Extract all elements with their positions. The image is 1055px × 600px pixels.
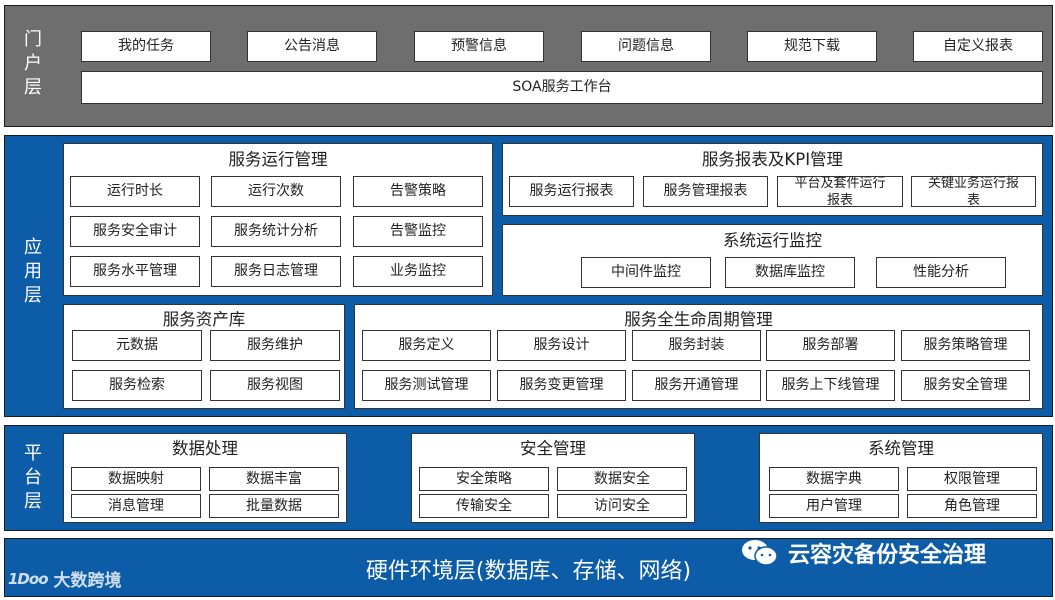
left-watermark: 1Doo 大数跨境 bbox=[8, 566, 122, 592]
system-item: 角色管理 bbox=[907, 494, 1037, 518]
data-processing-panel: 数据处理 数据映射 数据丰富 消息管理 批量数据 bbox=[63, 433, 347, 523]
report-kpi-item: 平台及套件运行报表 bbox=[777, 176, 903, 208]
service-ops-item: 服务统计分析 bbox=[211, 216, 341, 247]
security-item: 传输安全 bbox=[419, 494, 549, 518]
asset-item: 服务维护 bbox=[210, 330, 340, 361]
asset-item: 服务检索 bbox=[72, 370, 202, 401]
soa-workbench-box: SOA服务工作台 bbox=[81, 71, 1043, 104]
asset-item: 服务视图 bbox=[210, 370, 340, 401]
system-item: 用户管理 bbox=[769, 494, 899, 518]
lifecycle-item: 服务封装 bbox=[632, 330, 761, 361]
service-ops-item: 服务安全审计 bbox=[70, 216, 200, 247]
label-char: 用 bbox=[24, 261, 42, 282]
announcements-box: 公告消息 bbox=[247, 31, 377, 62]
lifecycle-item: 服务变更管理 bbox=[497, 370, 626, 401]
lifecycle-item: 服务定义 bbox=[362, 330, 491, 361]
service-ops-item: 服务水平管理 bbox=[70, 256, 200, 287]
hardware-layer-text: 硬件环境层(数据库、存储、网络) bbox=[365, 559, 692, 584]
report-kpi-item: 服务管理报表 bbox=[643, 176, 768, 207]
lifecycle-item: 服务策略管理 bbox=[901, 330, 1030, 361]
service-ops-item: 运行次数 bbox=[211, 176, 341, 207]
system-monitor-item: 性能分析 bbox=[876, 257, 1006, 288]
panel-title: 服务资产库 bbox=[162, 310, 246, 329]
channel-name: 云容灾备份安全治理 bbox=[788, 543, 987, 568]
my-tasks-box: 我的任务 bbox=[81, 31, 211, 62]
lifecycle-item: 服务部署 bbox=[766, 330, 895, 361]
panel-title: 数据处理 bbox=[172, 439, 238, 458]
panel-title: 安全管理 bbox=[520, 439, 586, 458]
custom-report-box: 自定义报表 bbox=[913, 31, 1043, 62]
portal-layer: 门 户 层 我的任务 公告消息 预警信息 问题信息 规范下载 自定义报表 SOA… bbox=[4, 5, 1053, 127]
service-ops-item: 告警监控 bbox=[353, 216, 483, 247]
application-layer: 应 用 层 服务运行管理 运行时长 运行次数 告警策略 服务安全审计 服务统计分… bbox=[4, 135, 1053, 417]
label-char: 户 bbox=[24, 53, 42, 74]
service-ops-item: 运行时长 bbox=[70, 176, 200, 207]
service-ops-item: 告警策略 bbox=[353, 176, 483, 207]
lifecycle-item: 服务测试管理 bbox=[362, 370, 491, 401]
label-char: 台 bbox=[24, 467, 42, 488]
panel-title: 服务全生命周期管理 bbox=[624, 310, 773, 329]
system-mgmt-panel: 系统管理 数据字典 权限管理 用户管理 角色管理 bbox=[759, 433, 1043, 523]
app-layer-label: 应 用 层 bbox=[5, 232, 61, 312]
security-item: 数据安全 bbox=[557, 467, 687, 491]
warning-info-box: 预警信息 bbox=[414, 31, 544, 62]
service-ops-item: 服务日志管理 bbox=[211, 256, 341, 287]
platform-layer-label: 平 台 层 bbox=[5, 438, 61, 518]
service-asset-panel: 服务资产库 元数据 服务维护 服务检索 服务视图 bbox=[63, 304, 345, 409]
label-char: 层 bbox=[24, 77, 42, 98]
data-proc-item: 数据映射 bbox=[71, 467, 201, 491]
data-proc-item: 数据丰富 bbox=[209, 467, 339, 491]
lifecycle-item: 服务上下线管理 bbox=[766, 370, 895, 401]
report-kpi-panel: 服务报表及KPI管理 服务运行报表 服务管理报表 平台及套件运行报表 关键业务运… bbox=[502, 143, 1043, 216]
lifecycle-item: 服务安全管理 bbox=[901, 370, 1030, 401]
service-ops-item: 业务监控 bbox=[353, 256, 483, 287]
security-mgmt-panel: 安全管理 安全策略 数据安全 传输安全 访问安全 bbox=[411, 433, 695, 523]
wechat-icon bbox=[740, 538, 780, 568]
panel-title: 系统管理 bbox=[868, 439, 934, 458]
label-char: 应 bbox=[24, 237, 42, 258]
spec-download-box: 规范下载 bbox=[747, 31, 877, 62]
right-watermark: 云容灾备份安全治理 bbox=[740, 537, 986, 569]
report-kpi-item: 服务运行报表 bbox=[509, 176, 634, 207]
label-char: 门 bbox=[24, 29, 42, 50]
issue-info-box: 问题信息 bbox=[581, 31, 711, 62]
system-monitor-panel: 系统运行监控 中间件监控 数据库监控 性能分析 bbox=[502, 224, 1043, 296]
system-item: 权限管理 bbox=[907, 467, 1037, 491]
lifecycle-panel: 服务全生命周期管理 服务定义 服务设计 服务封装 服务部署 服务策略管理 服务测… bbox=[354, 304, 1043, 409]
report-kpi-item: 关键业务运行报表 bbox=[911, 176, 1036, 208]
label-char: 层 bbox=[24, 285, 42, 306]
service-ops-panel: 服务运行管理 运行时长 运行次数 告警策略 服务安全审计 服务统计分析 告警监控… bbox=[63, 143, 493, 296]
platform-layer: 平 台 层 数据处理 数据映射 数据丰富 消息管理 批量数据 安全管理 安全策略… bbox=[4, 425, 1053, 531]
hardware-layer: 硬件环境层(数据库、存储、网络) bbox=[4, 538, 1053, 597]
label-char: 平 bbox=[24, 443, 42, 464]
security-item: 安全策略 bbox=[419, 467, 549, 491]
label-char: 层 bbox=[24, 491, 42, 512]
data-proc-item: 批量数据 bbox=[209, 494, 339, 518]
data-proc-item: 消息管理 bbox=[71, 494, 201, 518]
lifecycle-item: 服务开通管理 bbox=[632, 370, 761, 401]
brand-text: 大数跨境 bbox=[53, 571, 122, 591]
system-item: 数据字典 bbox=[769, 467, 899, 491]
panel-title: 服务运行管理 bbox=[228, 150, 328, 169]
panel-title: 系统运行监控 bbox=[723, 231, 822, 250]
panel-title: 服务报表及KPI管理 bbox=[701, 150, 844, 169]
security-item: 访问安全 bbox=[557, 494, 687, 518]
portal-layer-label: 门 户 层 bbox=[5, 24, 61, 104]
asset-item: 元数据 bbox=[72, 330, 202, 361]
system-monitor-item: 数据库监控 bbox=[725, 257, 855, 288]
brand-logo: 1Doo bbox=[8, 569, 48, 588]
system-monitor-item: 中间件监控 bbox=[581, 257, 711, 288]
lifecycle-item: 服务设计 bbox=[497, 330, 626, 361]
